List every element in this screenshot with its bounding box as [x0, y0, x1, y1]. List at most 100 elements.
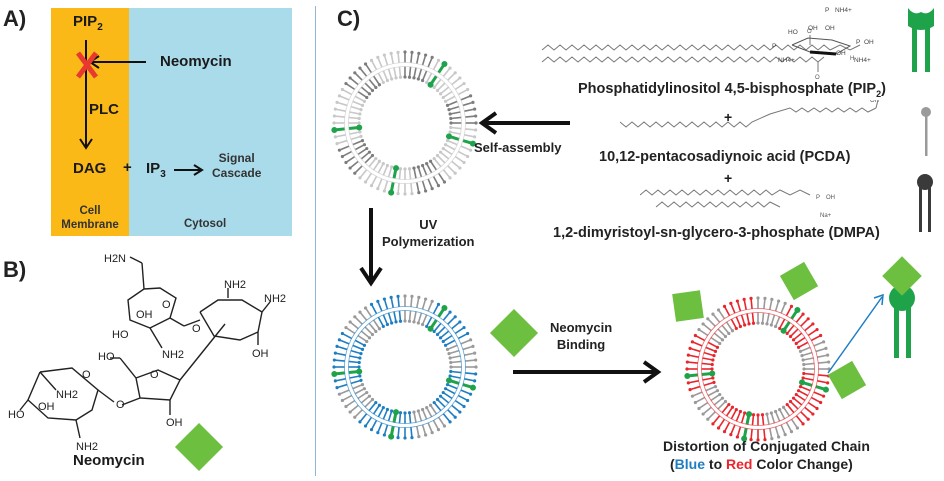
bilayer-lipid [337, 94, 365, 107]
bilayer-lipid [432, 400, 452, 424]
bilayer-lipid [706, 317, 728, 339]
bilayer-lipid [449, 369, 478, 376]
pcda-structure: OH [620, 100, 879, 128]
cell-membrane-region [51, 8, 129, 236]
pip2-p3: P [856, 39, 860, 46]
color-change-word: Color Change) [752, 456, 853, 472]
pip2-oh-3: OH [836, 50, 846, 57]
bilayer-lipid [438, 320, 462, 340]
pip2-lipid [388, 409, 400, 440]
block-x-icon [76, 51, 98, 79]
pip2-lipid [780, 306, 801, 334]
bilayer-lipid [348, 394, 372, 414]
self-assembly-arrowhead [478, 111, 498, 135]
atom-oh-c: OH [166, 417, 183, 429]
vesicle-bound-red [684, 296, 831, 442]
bilayer-lipid [756, 413, 760, 442]
bilayer-lipid [332, 114, 361, 121]
bilayer-lipid [332, 358, 361, 365]
bilayer-lipid [353, 315, 375, 337]
bilayer-lipid [443, 87, 470, 103]
bilayer-lipid [337, 338, 365, 351]
bilayer-lipid [421, 407, 434, 435]
pip2-structure: O O H [541, 29, 861, 80]
bilayer-lipid [774, 409, 787, 437]
pip2-lipid [446, 133, 476, 147]
bilayer-lipid [407, 50, 414, 79]
bilayer-lipid [335, 344, 363, 356]
dmpa-atom-oh: OH [826, 195, 835, 201]
atom-nh2-b: NH2 [264, 293, 286, 305]
bilayer-lipid [688, 380, 716, 392]
pip2-lipid [446, 377, 476, 391]
bilayer-lipid [697, 327, 722, 346]
bilayer-lipid [449, 114, 478, 121]
bilayer-lipid [363, 306, 382, 331]
backbone-ring [697, 308, 819, 430]
bilayer-lipid [353, 153, 375, 175]
bilayer-lipid [376, 163, 389, 191]
bilayer-lipid [711, 402, 731, 426]
pip2-p2: P [825, 7, 829, 14]
bilayer-lipid [425, 58, 441, 85]
pip2-label: PIP2 [73, 13, 103, 33]
bilayer-lipid [333, 374, 362, 383]
bilayer-lipid [403, 411, 407, 440]
vesicle-polymerized-blue [331, 294, 478, 440]
atom-nh2-d: NH2 [56, 389, 78, 401]
bilayer-lipid [690, 385, 718, 398]
bilayer-lipid [443, 387, 470, 403]
bilayer-lipid [403, 294, 407, 323]
bilayer-lipid [376, 55, 389, 83]
bilayer-lipid [716, 308, 735, 333]
neomycin-binding-label: Neomycin Binding [550, 319, 612, 353]
to-word: to [705, 456, 727, 472]
pip2-nh4-1: NH4+ [778, 57, 795, 64]
pip2-atom-o1: O [807, 29, 812, 35]
bilayer-lipid [445, 94, 473, 107]
bilayer-lipid [441, 325, 466, 344]
atom-nh2-e: NH2 [76, 441, 98, 453]
pip2-ho: HO [788, 29, 798, 36]
bilayer-lipid [756, 296, 760, 325]
bilayer-lipid [344, 390, 369, 409]
bilayer-lipid [348, 320, 372, 340]
bilayer-lipid [802, 371, 831, 378]
bilayer-lipid [332, 121, 361, 125]
bilayer-lipid [412, 51, 421, 80]
red-word: Red [726, 456, 753, 472]
bilayer-lipid [333, 130, 362, 139]
bilayer-lipid [769, 299, 781, 327]
bilayer-lipid [425, 302, 441, 329]
atom-o-c: O [150, 369, 159, 381]
bilayer-lipid [765, 297, 774, 326]
bilayer-lipid [428, 403, 447, 428]
pip2-nh4-3: NH4+ [854, 57, 871, 64]
bilayer-lipid [722, 304, 738, 331]
bilayer-lipid [340, 387, 367, 403]
pip2-lipid [331, 368, 363, 377]
bilayer-lipid [432, 66, 452, 90]
pip2-lipid [331, 124, 363, 133]
bilayer-lipid [421, 55, 434, 83]
neomycin-inhibitor-label: Neomycin [160, 53, 232, 70]
dmpa-chain-2 [655, 201, 781, 208]
bilayer-lipid [337, 383, 365, 396]
backbone-ring [344, 62, 466, 184]
bilayer-lipid [344, 146, 369, 165]
bilayer-lipid [416, 53, 428, 81]
signal-line1: Signal [218, 151, 255, 165]
bilayer-lipid [369, 161, 385, 188]
bilayer-lipid [801, 353, 830, 362]
atom-o-a: O [162, 299, 171, 311]
plus-sign: + [123, 159, 132, 176]
membrane-line1: Cell [79, 205, 101, 217]
bilayer-lipid [340, 331, 367, 347]
uv-line1: UV [419, 217, 438, 232]
bilayer-lipid [802, 367, 831, 371]
panel-b-label: B) [3, 257, 27, 282]
bilayer-lipid [693, 333, 720, 349]
uv-line2: Polymerization [382, 234, 475, 249]
bilayer-lipid [435, 153, 457, 175]
bilayer-lipid [363, 159, 382, 184]
